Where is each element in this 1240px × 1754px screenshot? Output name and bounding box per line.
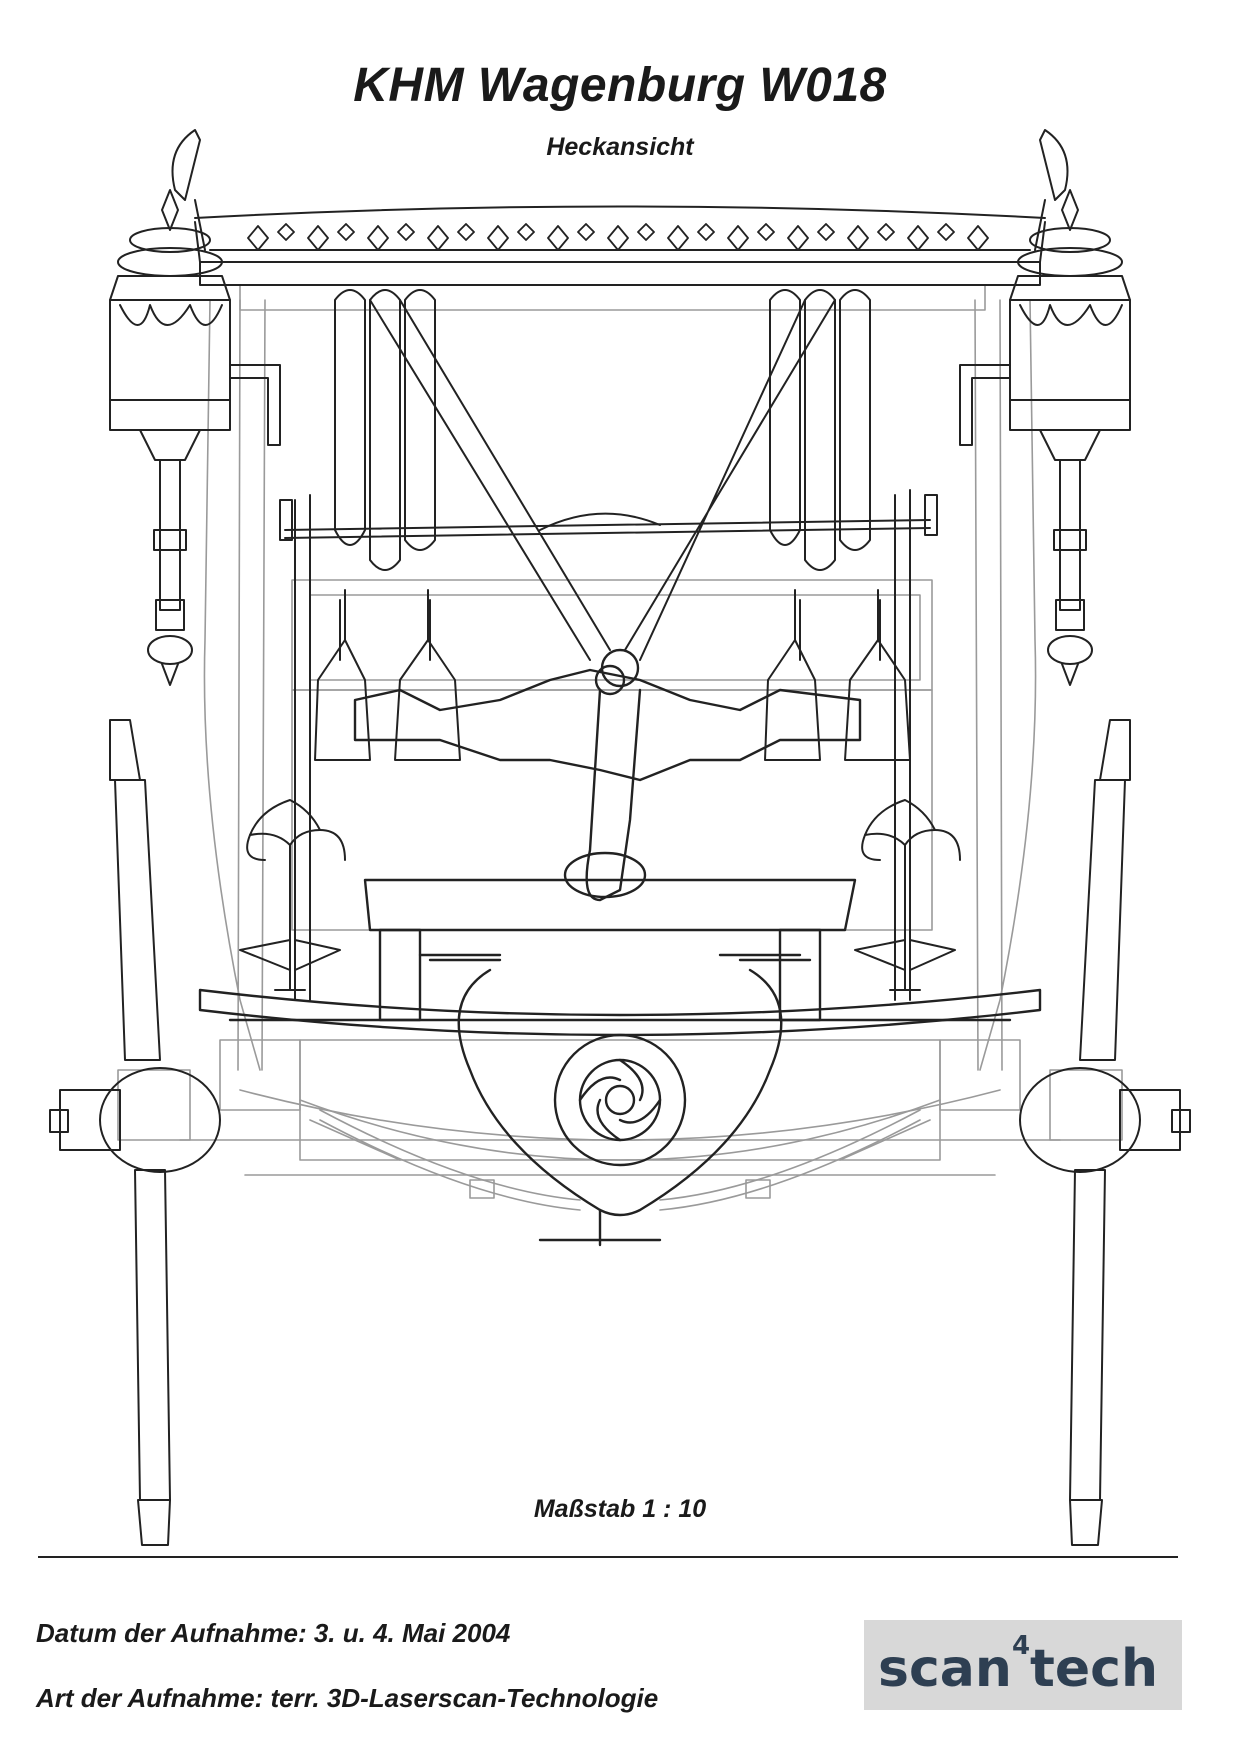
drawing-subtitle: Heckansicht <box>546 133 694 161</box>
wheel-left <box>49 719 221 1546</box>
scale-label: Maßstab 1 : 10 <box>533 1495 707 1523</box>
scroll-ornament <box>428 958 812 1247</box>
lantern-right <box>959 189 1131 686</box>
survey-date: Datum der Aufnahme: 3. u. 4. Mai 2004 <box>36 1618 511 1648</box>
logo-text-end: tech <box>1030 1639 1158 1699</box>
lantern-left <box>109 189 281 686</box>
leaf-springs <box>319 1109 921 1211</box>
footer-divider <box>38 1556 1178 1558</box>
logo-text-superscript: 4 <box>1012 1631 1030 1661</box>
survey-type: Art der Aufnahme: terr. 3D-Laserscan-Tec… <box>36 1683 659 1713</box>
strap-loops <box>334 289 871 661</box>
wheel-right <box>1019 719 1191 1546</box>
roof-corner-finials <box>171 129 1069 251</box>
roof-gallery <box>194 205 1046 286</box>
scan4tech-logo: scan 4 tech <box>864 1620 1182 1710</box>
central-bracket <box>353 648 862 902</box>
tassels <box>314 589 911 761</box>
roof-crest-ornaments <box>247 223 989 251</box>
undercarriage-beam <box>198 988 1042 1037</box>
bench-seat <box>363 878 857 1022</box>
drawing-title: KHM Wagenburg W018 <box>353 59 887 112</box>
side-posts <box>294 489 911 1001</box>
fleur-ornaments <box>239 799 961 991</box>
logo-text-main: scan <box>878 1639 1012 1699</box>
light-construction-lines <box>117 284 1123 1176</box>
cross-bar <box>279 494 938 541</box>
